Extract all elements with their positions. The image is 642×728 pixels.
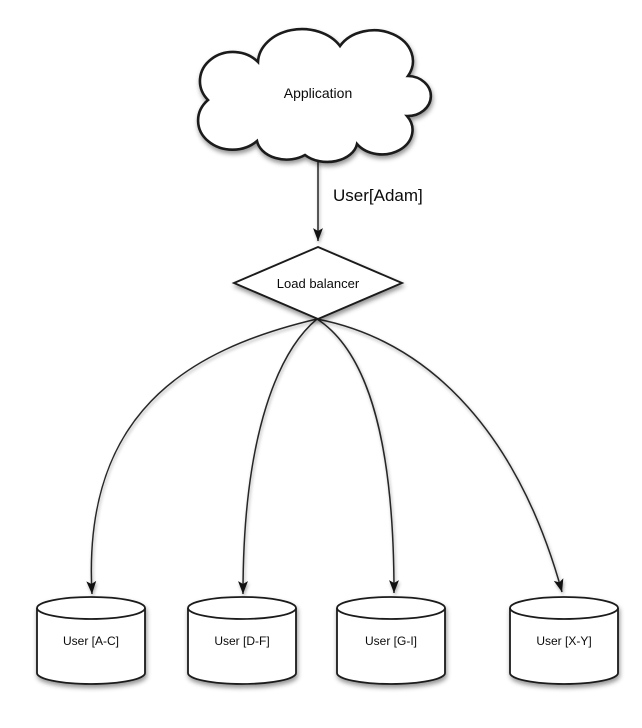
edge-loadbalancer-to-shard-xy [316, 318, 564, 593]
cylinder-top-icon [336, 596, 446, 620]
edges-layer [86, 159, 564, 595]
cloud-shape-icon [196, 27, 433, 164]
application-node: Application [196, 27, 433, 164]
cylinder-top-icon [187, 596, 297, 620]
shard-xy-label: User [X-Y] [536, 634, 591, 648]
cylinder-top-icon [36, 596, 146, 620]
load-balancer-label: Load balancer [277, 276, 360, 291]
edge-loadbalancer-to-shard-df [238, 318, 318, 595]
cylinder-shape-icon [336, 608, 446, 685]
edge-loadbalancer-to-shard-ac [86, 318, 318, 595]
edge-loadbalancer-to-shard-gi [316, 318, 399, 594]
shard-node-ac: User [A-C] [36, 596, 146, 685]
cylinder-shape-icon [36, 608, 146, 685]
shard-ac-label: User [A-C] [63, 634, 119, 648]
application-label: Application [284, 85, 353, 101]
load-balancer-node: Load balancer [231, 245, 405, 321]
diamond-shape-icon [231, 245, 405, 321]
shard-gi-label: User [G-I] [365, 634, 417, 648]
shard-df-label: User [D-F] [214, 634, 269, 648]
shard-node-xy: User [X-Y] [509, 596, 619, 685]
cylinder-top-icon [509, 596, 619, 620]
edge-request-label: User[Adam] [333, 186, 423, 205]
cylinder-shape-icon [187, 608, 297, 685]
cylinder-shape-icon [509, 608, 619, 685]
shard-node-df: User [D-F] [187, 596, 297, 685]
shard-node-gi: User [G-I] [336, 596, 446, 685]
